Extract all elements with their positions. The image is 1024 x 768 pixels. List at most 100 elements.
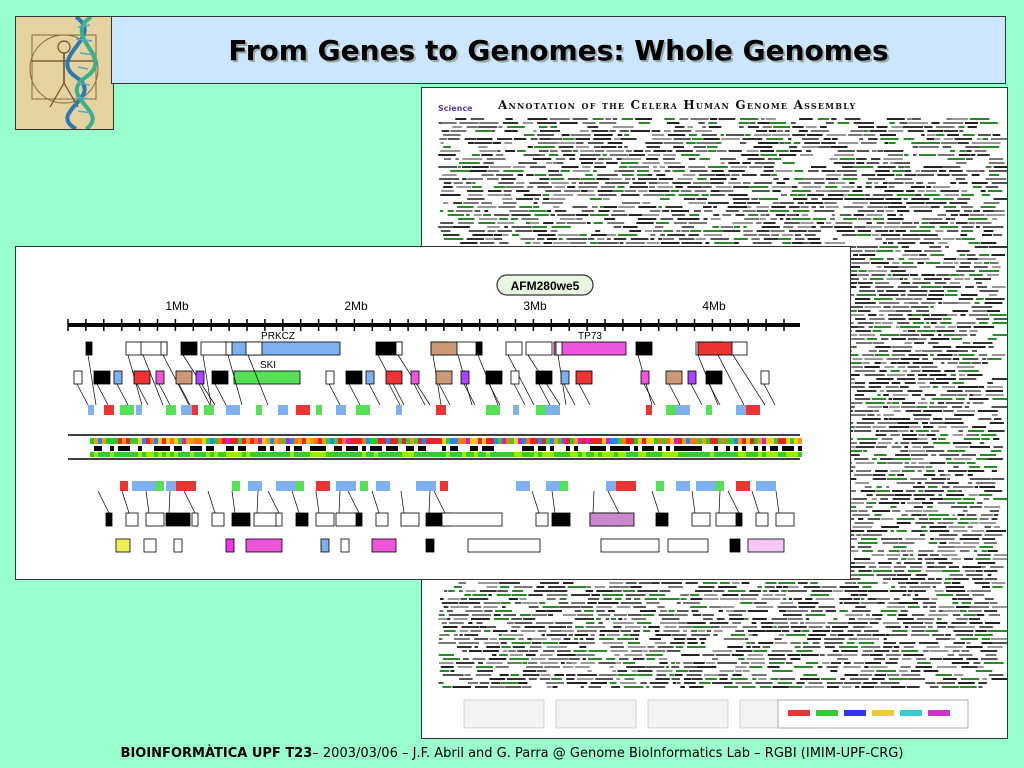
track-cell (178, 452, 182, 457)
poster-line-segment (874, 186, 888, 188)
poster-line-segment (689, 214, 700, 216)
poster-line-segment (971, 530, 985, 532)
poster-line-segment (566, 222, 586, 224)
poster-line-segment (621, 158, 642, 160)
poster-line-segment (876, 486, 882, 488)
poster-line-segment (873, 410, 880, 412)
poster-line-segment (830, 634, 837, 636)
poster-line-segment (909, 554, 914, 556)
poster-line-segment (749, 186, 769, 188)
poster-line-segment (873, 326, 892, 328)
poster-line-segment (956, 322, 976, 324)
track-cell (194, 452, 198, 457)
poster-line-segment (949, 170, 963, 172)
poster-line-segment (483, 214, 491, 216)
poster-line-segment (782, 162, 795, 164)
poster-line-segment (595, 230, 601, 232)
poster-line-segment (947, 314, 958, 316)
poster-line-segment (909, 206, 930, 208)
poster-line-segment (979, 322, 988, 324)
poster-line-segment (537, 670, 547, 672)
marker-block (88, 405, 94, 415)
poster-line-segment (881, 362, 887, 364)
gene-connector (348, 383, 361, 406)
poster-line-segment (866, 214, 883, 216)
poster-line-segment (747, 654, 764, 656)
poster-line-segment (929, 658, 943, 660)
poster-line-segment (855, 298, 871, 300)
poster-line-segment (511, 214, 531, 216)
poster-line-segment (868, 314, 877, 316)
poster-line-segment (907, 390, 923, 392)
poster-line-segment (992, 558, 1007, 560)
poster-line-segment (974, 278, 991, 280)
poster-line-segment (886, 290, 906, 292)
course-logo (15, 16, 114, 130)
poster-line-segment (983, 570, 998, 572)
gene-exon-box (460, 370, 470, 385)
gene-exon-box (435, 370, 453, 385)
poster-line-segment (579, 130, 589, 132)
poster-line-segment (447, 598, 460, 600)
poster-line-segment (780, 202, 795, 204)
poster-line-segment (740, 142, 747, 144)
poster-line-segment (940, 190, 959, 192)
track-cell (94, 452, 98, 457)
poster-line-segment (693, 182, 711, 184)
poster-line-segment (853, 214, 865, 216)
poster-line-segment (501, 602, 511, 604)
poster-line-segment (577, 194, 596, 196)
poster-line-segment (986, 274, 999, 276)
poster-line-segment (834, 154, 855, 156)
poster-line-segment (856, 390, 877, 392)
poster-line-segment (616, 158, 622, 160)
poster-line-segment (951, 338, 962, 340)
poster-line-segment (974, 582, 990, 584)
poster-line-segment (877, 550, 885, 552)
track-cell (282, 452, 286, 457)
poster-line-segment (859, 138, 864, 140)
poster-line-segment (621, 118, 634, 120)
poster-line-segment (942, 302, 959, 304)
poster-line-segment (478, 222, 496, 224)
poster-line-segment (527, 186, 534, 188)
poster-line-segment (690, 118, 709, 120)
track-cell (286, 446, 290, 451)
poster-line-segment (762, 646, 770, 648)
poster-line-segment (857, 590, 867, 592)
track-cell (214, 438, 218, 444)
poster-line-segment (551, 638, 561, 640)
poster-line-segment (449, 622, 464, 624)
poster-line-segment (576, 214, 589, 216)
poster-line-segment (980, 206, 996, 208)
poster-line-segment (975, 630, 987, 632)
poster-line-segment (976, 346, 986, 348)
poster-line-segment (947, 362, 958, 364)
poster-line-segment (691, 634, 710, 636)
poster-line-segment (961, 238, 975, 240)
poster-line-segment (858, 282, 873, 284)
poster-line-segment (924, 394, 936, 396)
poster-line-segment (520, 630, 536, 632)
poster-line-segment (888, 130, 904, 132)
poster-line-segment (937, 214, 946, 216)
poster-line-segment (915, 522, 934, 524)
poster-line-segment (530, 138, 538, 140)
poster-line-segment (991, 286, 1006, 288)
poster-line-segment (955, 634, 973, 636)
poster-line-segment (987, 458, 1003, 460)
poster-line-segment (543, 242, 552, 244)
poster-line-segment (907, 374, 915, 376)
poster-line-segment (444, 590, 448, 592)
poster-line-segment (902, 658, 912, 660)
poster-line-segment (537, 186, 553, 188)
poster-line-segment (876, 222, 885, 224)
poster-line-segment (957, 410, 976, 412)
track-cell (162, 446, 166, 451)
poster-line-segment (440, 194, 461, 196)
poster-line-segment (666, 122, 680, 124)
poster-line-segment (720, 162, 725, 164)
poster-line-segment (893, 546, 907, 548)
poster-line-segment (477, 670, 494, 672)
poster-line-segment (902, 262, 914, 264)
